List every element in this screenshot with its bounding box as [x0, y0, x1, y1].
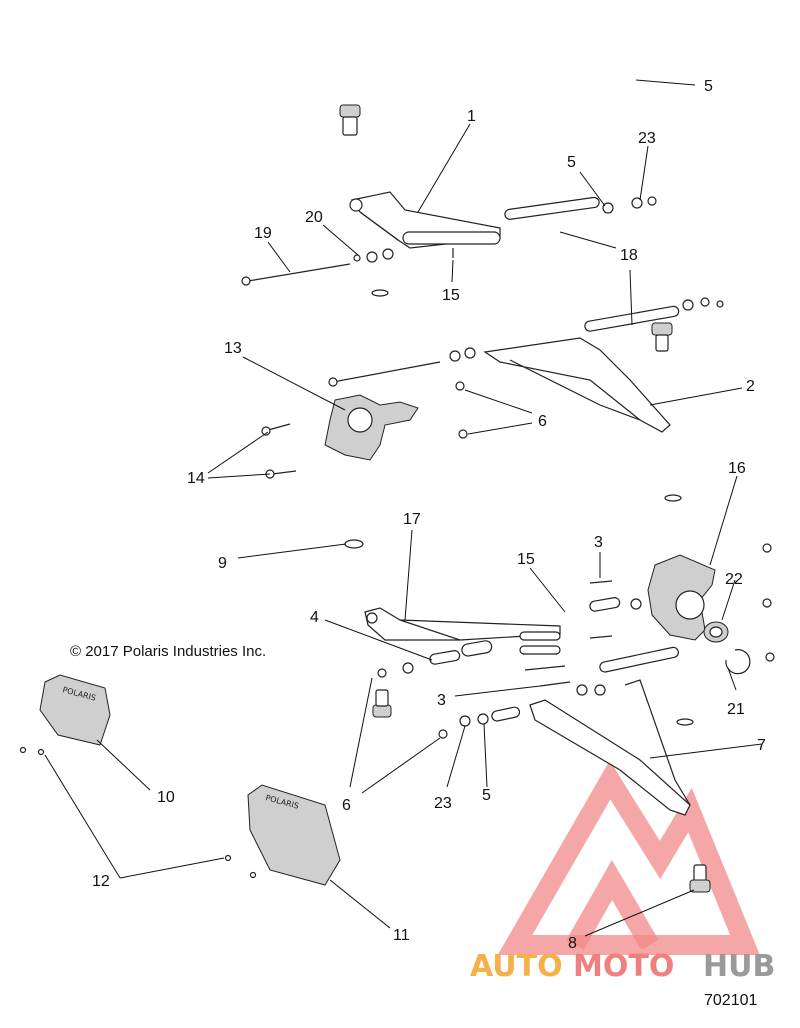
- upper-bolt: [241, 263, 351, 286]
- front-knuckle: [324, 394, 419, 461]
- upper-ball-joint: [339, 104, 361, 136]
- rear-hardware: [372, 580, 642, 739]
- upper-hardware: [353, 196, 657, 297]
- callout-18-upper: 18: [620, 247, 638, 264]
- callout-7: 7: [757, 737, 766, 754]
- callout-3-upper: 3: [594, 534, 603, 551]
- upper-pivot-tube: [504, 196, 600, 220]
- callout-4: 4: [310, 609, 319, 626]
- o-ring-rear: [676, 718, 694, 726]
- copyright-notice: © 2017 Polaris Industries Inc.: [70, 643, 266, 660]
- callout-10: 10: [157, 789, 175, 806]
- callout-23-lower: 23: [434, 795, 452, 812]
- callout-13: 13: [224, 340, 242, 357]
- snap-ring: [725, 649, 751, 675]
- callout-12: 12: [92, 873, 110, 890]
- callout-8: 8: [568, 935, 577, 952]
- lower-ball-joint: [689, 864, 711, 893]
- lower-front-hardware: [328, 297, 724, 439]
- callout-16: 16: [728, 460, 746, 477]
- callout-labels: 5 1 5 23 20 19 15 18 2 13 6 14 16 17 3 9…: [92, 78, 766, 952]
- callout-5-top: 5: [704, 78, 713, 95]
- callout-23-upper: 23: [638, 130, 656, 147]
- callout-15-lower: 15: [517, 551, 535, 568]
- rear-knuckle-nuts: [762, 543, 775, 662]
- callout-9: 9: [218, 555, 227, 572]
- callout-6-upper: 6: [538, 413, 547, 430]
- callout-5-lower: 5: [482, 787, 491, 804]
- o-ring-upper: [664, 494, 682, 502]
- watermark-text: AUTO MOTO HUB: [470, 949, 775, 984]
- o-ring: [344, 539, 364, 549]
- watermark-auto: AUTO: [470, 949, 563, 984]
- watermark-logo: [497, 760, 760, 955]
- callout-19: 19: [254, 225, 272, 242]
- callout-15-upper: 15: [442, 287, 460, 304]
- skid-plate-fasteners: [19, 746, 257, 879]
- callout-11: 11: [393, 927, 410, 944]
- callout-5-upper: 5: [567, 154, 576, 171]
- lower-a-arm-front: [483, 305, 680, 433]
- watermark-moto: MOTO: [573, 949, 674, 984]
- leader-lines: [44, 79, 763, 937]
- callout-2: 2: [746, 378, 755, 395]
- skid-plate-right: POLARIS: [247, 784, 341, 886]
- callout-21: 21: [727, 701, 745, 718]
- callout-14: 14: [187, 470, 205, 487]
- callout-3-lower: 3: [437, 692, 446, 709]
- callout-22: 22: [725, 571, 743, 588]
- callout-1: 1: [467, 108, 476, 125]
- lower-a-arm-rear: [529, 646, 691, 816]
- skid-plate-left: POLARIS: [39, 674, 111, 746]
- watermark-hub: HUB: [703, 949, 775, 984]
- rear-knuckle: [647, 554, 716, 641]
- callout-6-lower: 6: [342, 797, 351, 814]
- upper-a-arm: [349, 191, 501, 249]
- drawing-number: 702101: [704, 992, 757, 1009]
- wheel-bearing: [703, 621, 729, 643]
- callout-20: 20: [305, 209, 323, 226]
- callout-17: 17: [403, 511, 421, 528]
